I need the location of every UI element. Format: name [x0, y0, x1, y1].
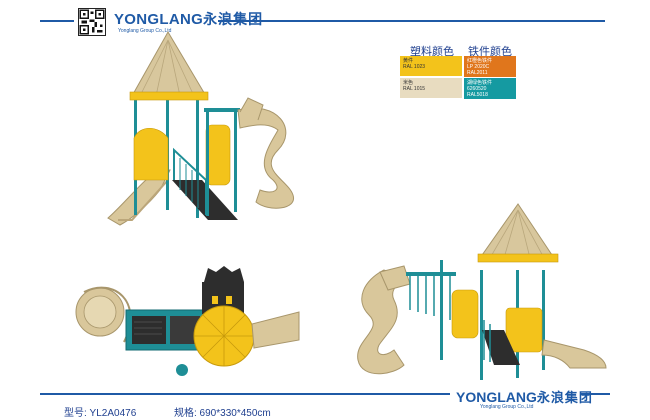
plastic-color-heading: 塑料颜色	[410, 46, 454, 58]
playground-top-view	[75, 266, 300, 376]
brand-subtitle-bottom: Yonglang Group Co.,Ltd	[480, 404, 534, 410]
plastic-swatch-beige: 米色 RAL 1015	[400, 78, 462, 98]
brand-logo-bottom: YONGLANG永浪集团	[456, 389, 593, 405]
footer-rule-tail	[580, 393, 610, 395]
playground-reverse-view	[357, 203, 607, 380]
product-size: 规格: 690*330*450cm	[174, 408, 271, 419]
brand-logo-top: YONGLANG永浪集团	[114, 9, 263, 29]
brand-subtitle-top: Yonglang Group Co.,Ltd	[118, 28, 172, 34]
iron-color-heading: 铁件颜色	[468, 46, 512, 58]
brand-name-latin: YONGLANG	[114, 11, 204, 28]
plastic-swatch-yellow: 黄件 RAL 1023	[400, 56, 462, 76]
brand-name-cn: 永浪集团	[203, 11, 264, 27]
playground-perspective-view	[107, 31, 294, 226]
header-rule-left	[40, 20, 74, 22]
header-rule-right	[218, 20, 605, 22]
model-number: 型号: YL2A0476	[64, 408, 137, 419]
footer-rule	[40, 393, 450, 395]
iron-swatch-orange: 红橙色铁件 LP 2020C RAL2011	[464, 56, 516, 77]
qr-code-icon	[78, 8, 106, 36]
iron-swatch-teal: 湖绿色铁件 6260520 RAL5018	[464, 78, 516, 99]
